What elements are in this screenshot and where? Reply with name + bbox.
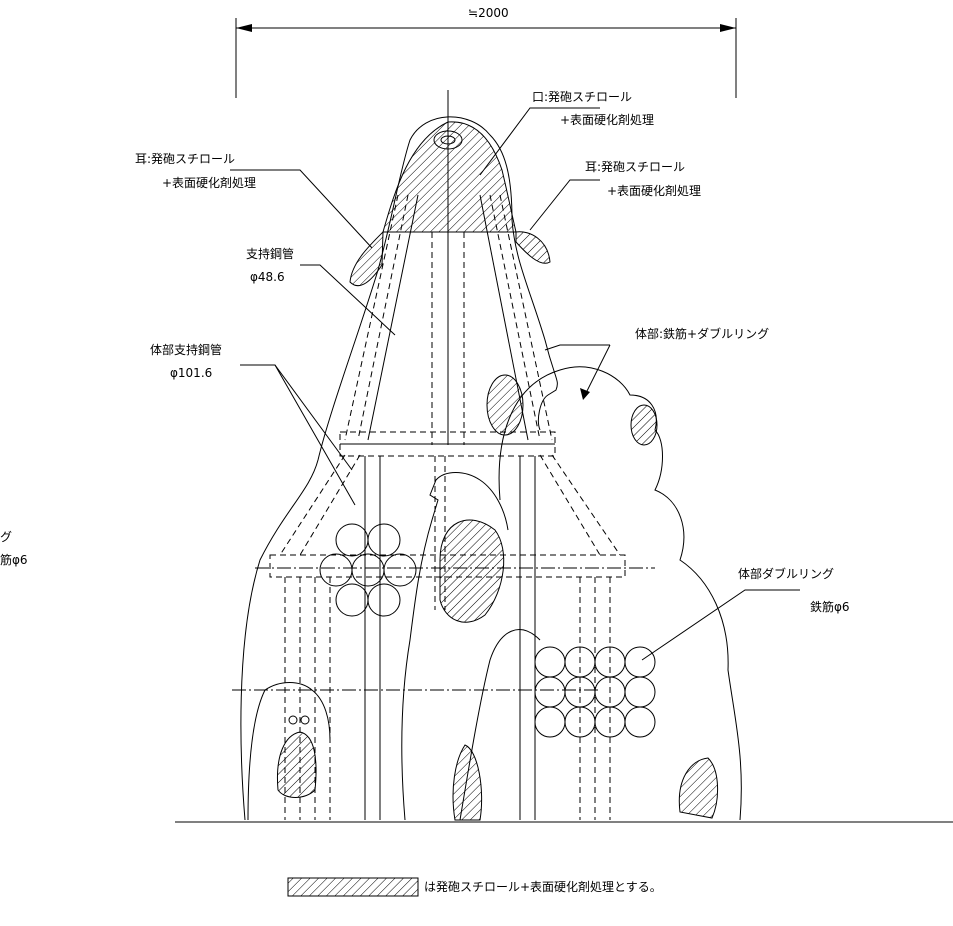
left-small-figure xyxy=(247,682,331,821)
legend-hatch-swatch xyxy=(287,877,419,897)
ear-left-label-line2: +表面硬化剤処理 xyxy=(162,176,257,190)
middle-plate xyxy=(269,554,626,578)
left-cut-label-line1: グ xyxy=(0,530,13,544)
left-cut-label-line2: 筋φ6 xyxy=(0,553,28,567)
mouth-label-line2: +表面硬化剤処理 xyxy=(560,113,655,127)
right-body-outline xyxy=(498,366,742,821)
ear-right-label-line2: +表面硬化剤処理 xyxy=(607,184,702,198)
support-pipes xyxy=(279,194,621,556)
body-support-pipe-label-line2: φ101.6 xyxy=(170,366,213,380)
mouth-label-line1: 口:発砲スチロール xyxy=(532,90,633,104)
foot-hatch-left xyxy=(452,744,483,821)
right-ear-hatch xyxy=(515,231,551,264)
legend-text: は発砲スチロール+表面硬化剤処理とする。 xyxy=(424,880,662,894)
mouth-ring xyxy=(433,130,463,150)
ear-left-label-line1: 耳:発砲スチロール xyxy=(135,152,236,166)
small-hatch-1 xyxy=(486,374,524,436)
belly-hatch xyxy=(439,519,505,623)
foot-hatch-right xyxy=(678,757,719,819)
body-double-ring-label-line1: 体部ダブルリング xyxy=(738,567,835,581)
support-pipe-label-line1: 支持鋼管 xyxy=(246,247,295,261)
width-dimension-label: ≒2000 xyxy=(468,6,509,20)
mid-body-outline xyxy=(401,472,509,821)
ear-right-label-line1: 耳:発砲スチロール xyxy=(585,160,686,174)
left-ring-cluster xyxy=(319,523,417,617)
mouth-hatch xyxy=(382,121,517,233)
leader-lines xyxy=(230,107,800,661)
small-face-hatch xyxy=(276,731,317,798)
body-rebar-label: 体部:鉄筋+ダブルリング xyxy=(635,327,770,341)
body-outline xyxy=(240,116,558,821)
support-pipe-label-line2: φ48.6 xyxy=(250,270,285,284)
right-ring-cluster xyxy=(534,646,656,738)
width-dimension xyxy=(235,18,737,98)
body-support-pipe-label-line1: 体部支持鋼管 xyxy=(150,343,223,357)
body-double-ring-label-line2: 鉄筋φ6 xyxy=(810,600,850,614)
vertical-posts xyxy=(284,456,611,820)
small-hatch-2 xyxy=(630,404,658,446)
left-ear-hatch xyxy=(349,230,384,287)
